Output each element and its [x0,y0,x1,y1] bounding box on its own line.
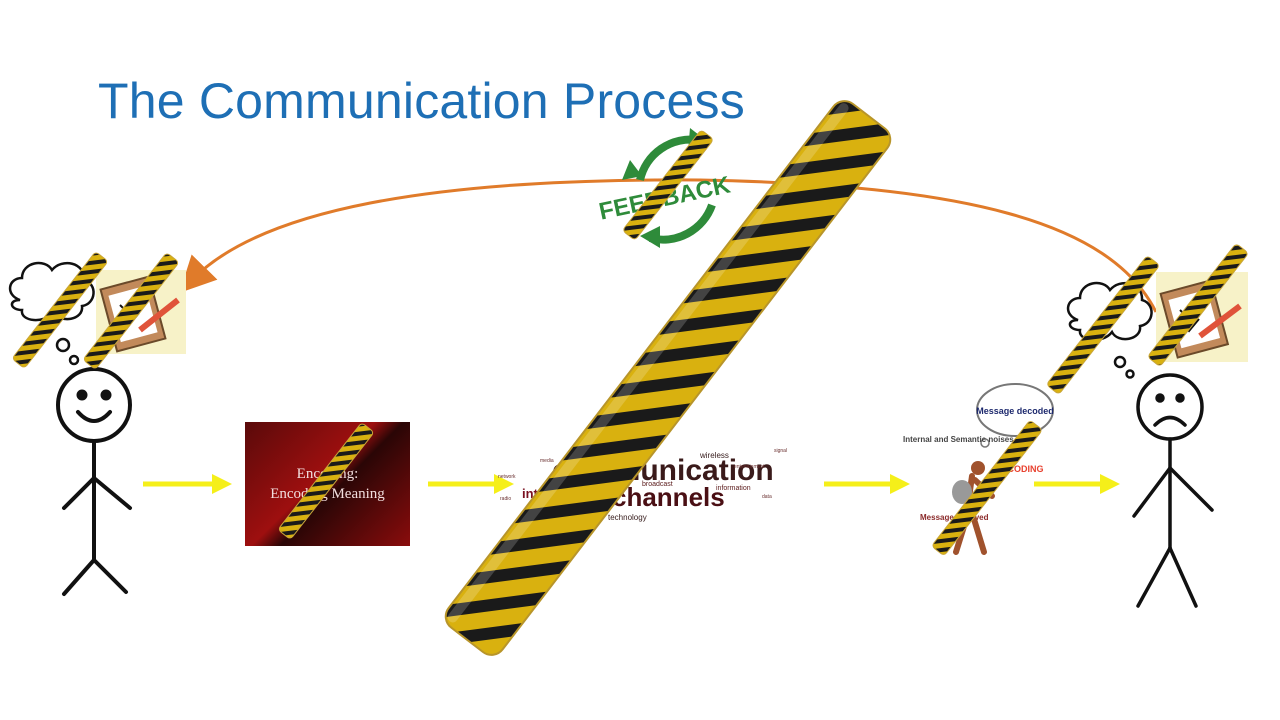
flow-arrow-3 [824,474,910,494]
cloud-word-7: data [762,494,772,500]
flow-arrow-2 [428,474,514,494]
noise-label: Internal and Semantic noises [903,435,1014,444]
smiley-face-icon [56,367,132,443]
cloud-word-5: media [540,458,554,464]
hazard-stripe-bar-4 [278,423,374,539]
recycle-arrows-icon [622,128,716,248]
hazard-stripe-bar-7 [932,421,1042,555]
hazard-stripe-bar-1 [12,252,108,368]
cloud-word-4: technology [608,513,647,522]
hazard-stripe-bar-3 [623,130,713,240]
receiver-stick-figure [1132,373,1214,608]
decoding-graphic: Message decoded Internal and Semantic no… [903,383,1054,555]
page-title: The Communication Process [98,73,745,129]
sender-stick-figure [56,367,132,596]
flow-arrow-4 [1034,474,1120,494]
decoded-bubble-text: Message decoded [976,406,1054,416]
decoding-label: DECODING [995,464,1044,474]
hazard-stripe-bar-5 [1047,256,1159,394]
cloud-word-2: information [716,485,751,492]
hazard-stripe-bar-6 [1148,244,1248,366]
flow-arrow-1 [143,474,232,494]
cloud-word-6: network [498,474,516,480]
cloud-word-channels: channels [612,482,725,512]
hazard-stripe-bar-main [444,100,892,656]
feedback-arc [179,178,1158,313]
encoding-line-2: Encoding Meaning [270,486,385,502]
cloud-word-1: wireless [699,451,729,460]
sad-face-icon [1136,373,1204,441]
hazard-stripe-bar-2 [83,253,179,369]
cloud-word-3: broadcast [642,481,673,488]
cloud-word-9: entertainment [734,464,765,470]
cloud-word-8: signal [774,448,787,454]
cloud-word-10: radio [500,496,511,502]
